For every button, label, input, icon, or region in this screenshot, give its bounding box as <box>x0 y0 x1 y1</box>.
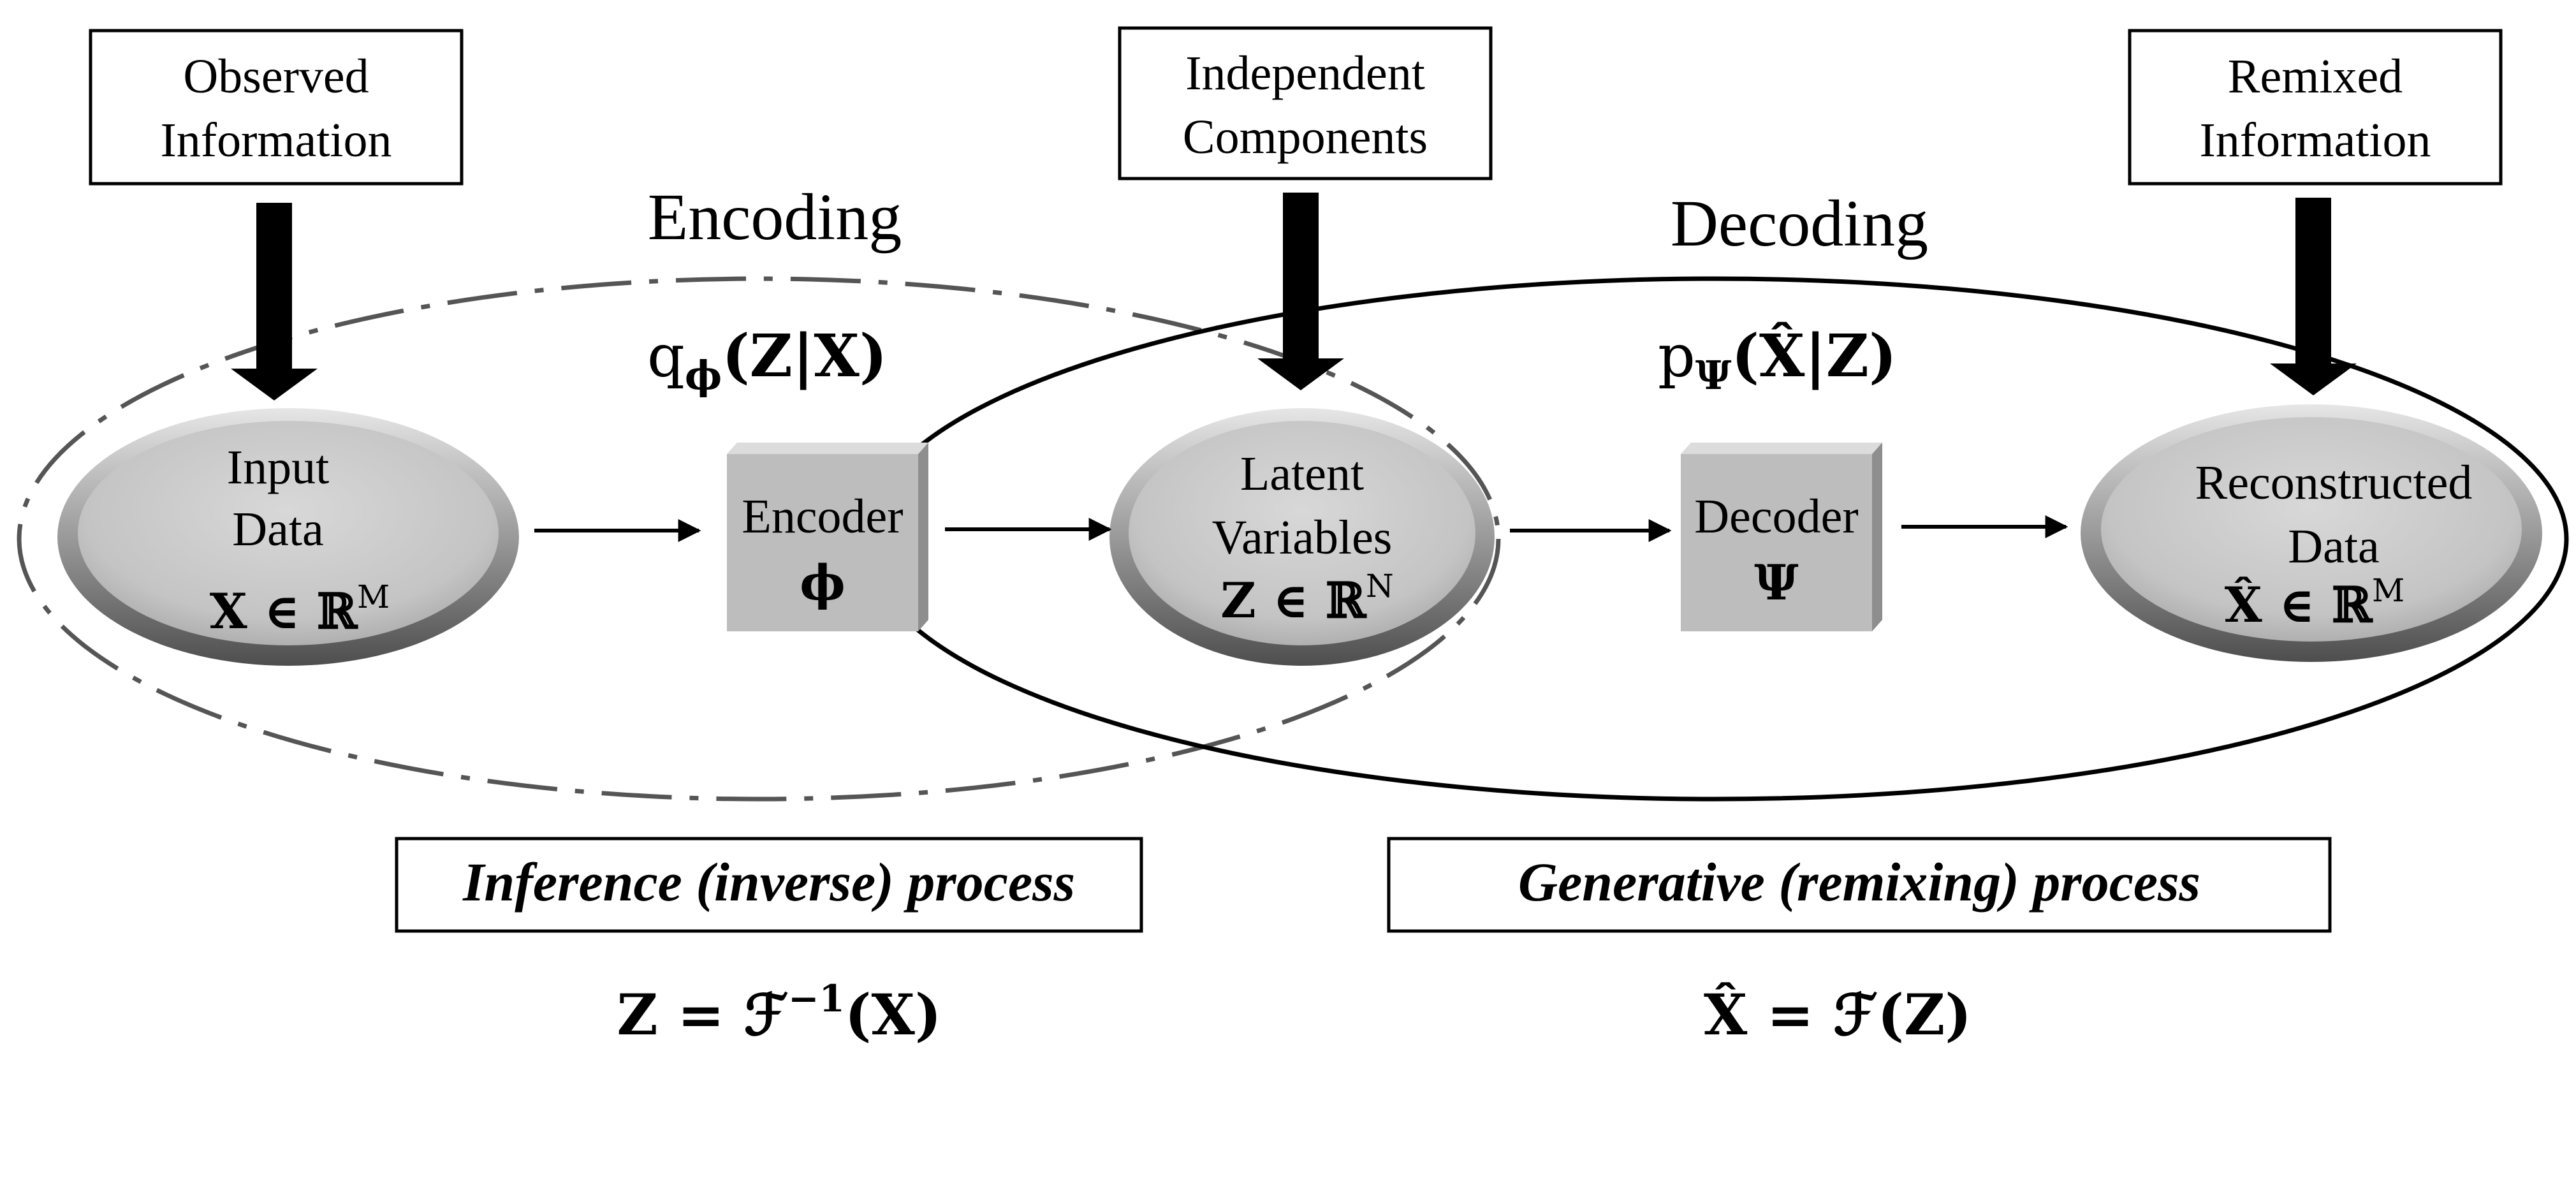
inference-process-label: Inference (inverse) process <box>462 851 1075 913</box>
reconstructed-space: X̂ ∈ ℝM <box>2225 572 2405 633</box>
independent-line-2: Components <box>1183 110 1428 164</box>
generative-process-label: Generative (remixing) process <box>1518 851 2200 913</box>
remixed-information-box: Remixed Information <box>2128 29 2503 186</box>
input-data-node: Input Data X ∈ ℝM <box>57 408 519 666</box>
observed-line-1: Observed <box>183 50 369 103</box>
decoder-distribution: pΨ(X̂|Z) <box>1658 321 1897 399</box>
observed-down-arrow <box>231 203 318 400</box>
remixed-line-1: Remixed <box>2228 50 2403 103</box>
encoder-symbol: ϕ <box>800 554 845 611</box>
encoder-label: Encoder <box>742 490 903 543</box>
latent-variables-node: Latent Variables Z ∈ ℝN <box>1109 408 1495 666</box>
latent-label-2: Variables <box>1212 511 1393 564</box>
generative-process-box: Generative (remixing) process <box>1387 837 2332 933</box>
encoding-title: Encoding <box>648 180 902 254</box>
reconstructed-label-1: Reconstructed <box>2195 456 2473 510</box>
decoder-label: Decoder <box>1694 490 1858 543</box>
decoder-symbol: Ψ <box>1754 554 1798 611</box>
remixed-down-arrow <box>2270 198 2357 395</box>
decoder-block: Decoder Ψ <box>1681 443 1882 631</box>
encoder-block: Encoder ϕ <box>727 443 928 631</box>
independent-components-box: Independent Components <box>1118 26 1493 180</box>
encoding-region-ellipse <box>17 276 1501 802</box>
reconstructed-label-2: Data <box>2288 520 2379 573</box>
encoder-distribution: qϕ(Z|X) <box>647 321 887 399</box>
latent-label-1: Latent <box>1240 447 1364 501</box>
forward-equation: X̂ = ℱ(Z) <box>1704 981 1972 1048</box>
observed-line-2: Information <box>160 114 392 167</box>
observed-information-box: Observed Information <box>89 29 464 186</box>
reconstructed-data-node: Reconstructed Data X̂ ∈ ℝM <box>2081 404 2542 662</box>
inverse-equation: Z = ℱ−1(X) <box>617 977 942 1048</box>
inference-process-box: Inference (inverse) process <box>395 837 1143 933</box>
input-space: X ∈ ℝM <box>210 578 390 640</box>
latent-space: Z ∈ ℝN <box>1220 568 1394 629</box>
input-label-2: Data <box>232 503 323 556</box>
decoding-title: Decoding <box>1671 187 1928 260</box>
independent-line-1: Independent <box>1185 47 1425 100</box>
input-label-1: Input <box>227 441 329 494</box>
independent-down-arrow <box>1257 193 1344 390</box>
remixed-line-2: Information <box>2199 114 2431 167</box>
